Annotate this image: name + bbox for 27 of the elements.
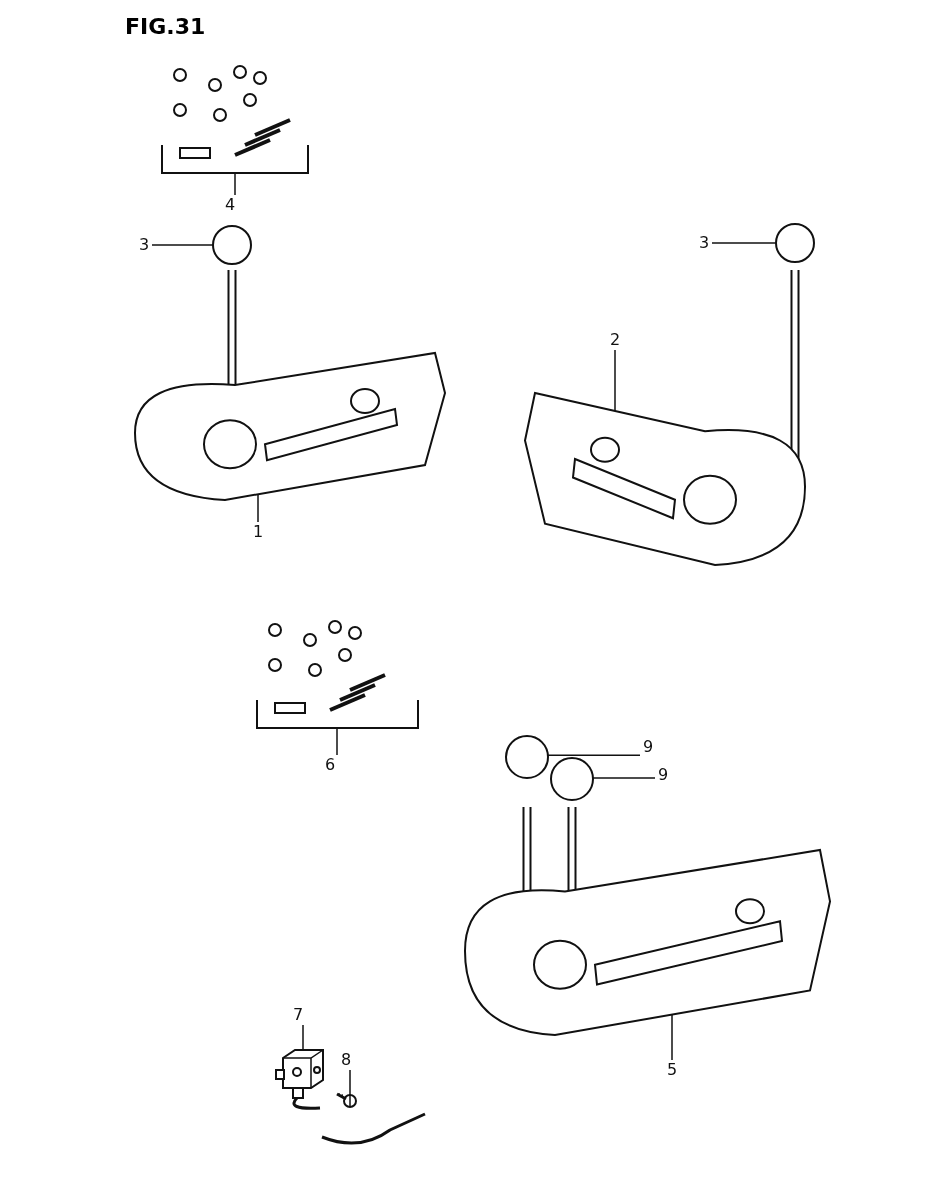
leader-line [257, 493, 259, 523]
leader-line [547, 754, 641, 756]
leader-line [349, 1069, 351, 1096]
lever-knob [505, 735, 549, 779]
leader-line [711, 242, 777, 244]
figure-title: FIG.31 [125, 14, 206, 39]
leader-line [302, 1024, 304, 1051]
lever-knob [775, 223, 815, 263]
leader-line [336, 727, 338, 756]
lever-knob [550, 757, 594, 801]
callout-number: 9 [640, 737, 656, 757]
callout-number: 2 [607, 330, 623, 350]
lever-knob [212, 225, 252, 265]
callout-number: 3 [696, 233, 712, 253]
callout-number: 6 [322, 755, 338, 775]
leader-line [234, 172, 236, 196]
callout-number: 7 [290, 1005, 306, 1025]
leader-line [614, 349, 616, 412]
callout-number: 9 [655, 765, 671, 785]
callout-number: 8 [338, 1050, 354, 1070]
leader-line [671, 1014, 673, 1061]
leader-line [151, 244, 214, 246]
callout-number: 5 [664, 1060, 680, 1080]
callout-number: 3 [136, 235, 152, 255]
callout-number: 1 [250, 522, 266, 542]
leader-line [592, 777, 656, 779]
callout-number: 4 [222, 195, 238, 215]
